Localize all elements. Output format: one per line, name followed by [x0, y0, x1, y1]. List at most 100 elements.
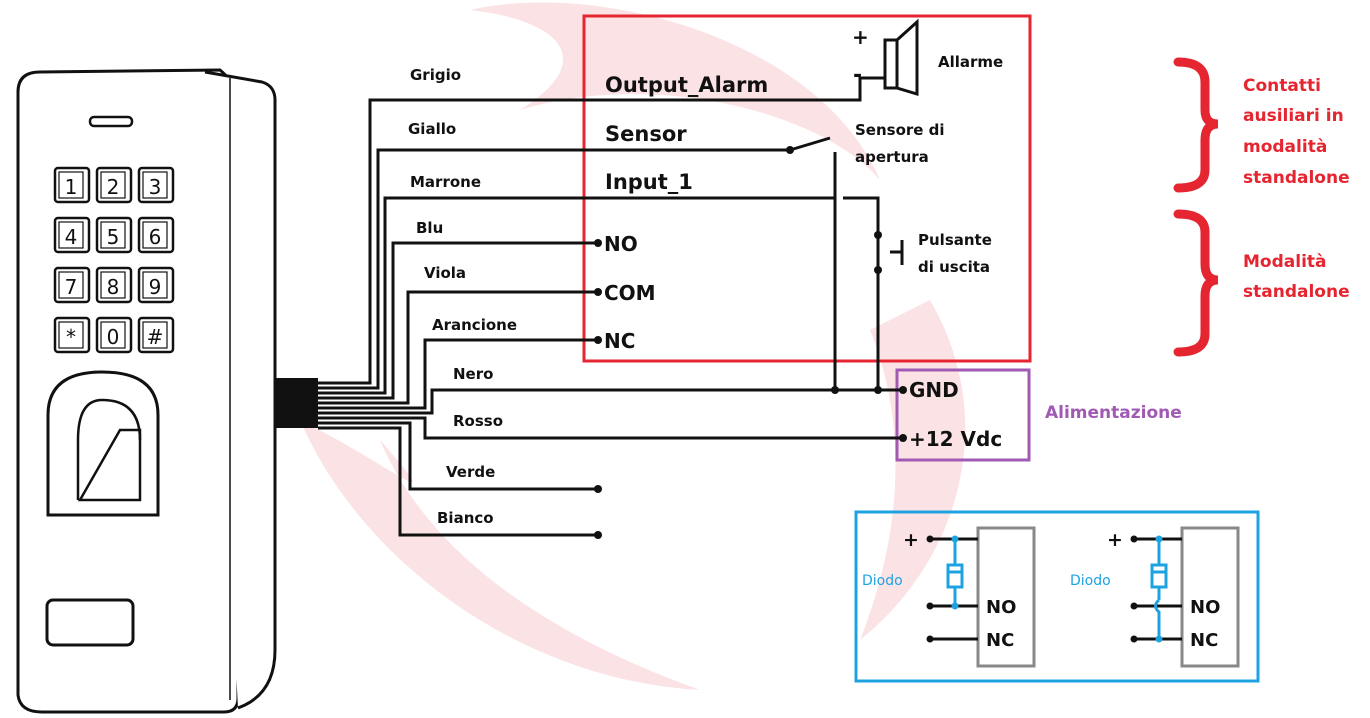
keypad-key-label: 0 [107, 325, 120, 349]
keypad-key-label: 9 [149, 275, 162, 299]
wire-giallo [318, 148, 790, 390]
keypad-key-label: 2 [107, 175, 120, 199]
keypad-key-inset [100, 321, 126, 349]
terminal-nc: NC [604, 329, 635, 353]
sensor-label-1: Sensore di [855, 121, 945, 139]
group-aux-4: standalone [1243, 168, 1350, 188]
wire-label-nero: Nero [453, 365, 493, 383]
keypad-key [137, 316, 175, 354]
box-diode [854, 510, 1260, 683]
relay-right-nc: NC [1190, 630, 1218, 651]
exit-button-symbol [876, 235, 904, 270]
terminal-12vdc: +12 Vdc [909, 427, 1002, 451]
keypad-key [137, 216, 175, 254]
group-aux-3: modalità [1243, 137, 1327, 157]
keypad-key-inset [142, 321, 168, 349]
braces [1173, 57, 1219, 357]
keypad-key-inset [100, 271, 126, 299]
wire-label-viola: Viola [424, 264, 466, 282]
keypad-key [95, 266, 133, 304]
brace-standalone [1173, 209, 1219, 357]
wire-label-grigio: Grigio [410, 66, 461, 84]
reader-side [204, 70, 277, 710]
sensor-label-2: apertura [855, 148, 929, 166]
keypad-key-inset [58, 321, 84, 349]
keypad-key [137, 266, 175, 304]
keypad-key-label: 8 [107, 275, 120, 299]
wire-label-verde: Verde [446, 463, 495, 481]
wire-verde [318, 421, 598, 491]
terminal-input-1: Input_1 [605, 170, 693, 194]
keypad-key-inset [100, 171, 126, 199]
keypad-key-inset [142, 271, 168, 299]
relay-right [1180, 526, 1240, 668]
box-auxiliary [582, 14, 1032, 363]
sensor-switch [789, 136, 831, 152]
group-standalone-1: Modalità [1243, 252, 1327, 272]
exit-button-label-1: Pulsante [918, 231, 992, 249]
keypad-key-label: 3 [149, 175, 162, 199]
terminal-no: NO [604, 232, 638, 256]
relay-left-nc: NC [986, 630, 1014, 651]
wire-label-giallo: Giallo [408, 120, 456, 138]
terminal-output-alarm: Output_Alarm [605, 73, 768, 97]
diode-panel: + + Diodo Diodo NO NC NO NC [862, 526, 1240, 668]
wire-label-arancione: Arancione [432, 316, 517, 334]
box-power [895, 368, 1031, 462]
wire-grigio [318, 76, 885, 385]
keypad-key-label: * [66, 325, 76, 349]
keypad-key [95, 216, 133, 254]
keypad-key [95, 166, 133, 204]
cable-bundle [274, 378, 318, 428]
group-aux-1: Contatti [1243, 76, 1321, 96]
diode-right-icon [1150, 539, 1168, 639]
wire-marrone-b [843, 196, 880, 235]
wire-rosso [318, 416, 903, 440]
keypad-key-inset [58, 171, 84, 199]
terminal-dots [594, 146, 907, 539]
wire-label-bianco: Bianco [437, 509, 494, 527]
wires [318, 76, 903, 537]
keypad-key-inset [100, 221, 126, 249]
led-slot [88, 115, 134, 128]
wire-nero [318, 388, 903, 415]
group-power: Alimentazione [1045, 403, 1182, 423]
wire-label-rosso: Rosso [453, 412, 503, 430]
wire-viola [318, 290, 598, 405]
exit-button-label-2: di uscita [918, 258, 990, 276]
wire-marrone-a [318, 196, 835, 395]
keypad-key-inset [142, 171, 168, 199]
alarm-label: Allarme [938, 53, 1003, 71]
keypad-key [95, 316, 133, 354]
keypad-key [53, 216, 91, 254]
wire-label-marrone: Marrone [410, 173, 481, 191]
keypad-key-label: 4 [65, 225, 78, 249]
wire-label-blu: Blu [416, 219, 443, 237]
speaker-minus: - [853, 63, 862, 88]
diode-right-plus: + [1107, 529, 1123, 551]
keypad-key [137, 166, 175, 204]
terminal-gnd: GND [909, 378, 959, 402]
diode-left-label: Diodo [862, 573, 903, 589]
keypad-key [53, 266, 91, 304]
keypad-key [53, 166, 91, 204]
group-aux-2: ausiliari in [1243, 106, 1344, 126]
terminal-sensor: Sensor [605, 122, 687, 146]
wire-blu [318, 241, 598, 400]
diode-left-icon [946, 539, 964, 606]
keypad-key-label: 6 [149, 225, 162, 249]
speaker-plus: + [852, 25, 869, 49]
wire-bianco [318, 426, 598, 537]
wire-arancione [318, 338, 598, 410]
brace-aux [1173, 57, 1219, 193]
diode-left-plus: + [903, 529, 919, 551]
keypad-key-inset [58, 221, 84, 249]
speaker-icon [883, 18, 919, 97]
keypad-key-label: 7 [65, 275, 78, 299]
rfid-window [45, 598, 135, 647]
keypad-key [53, 316, 91, 354]
relay-right-no: NO [1190, 597, 1220, 618]
